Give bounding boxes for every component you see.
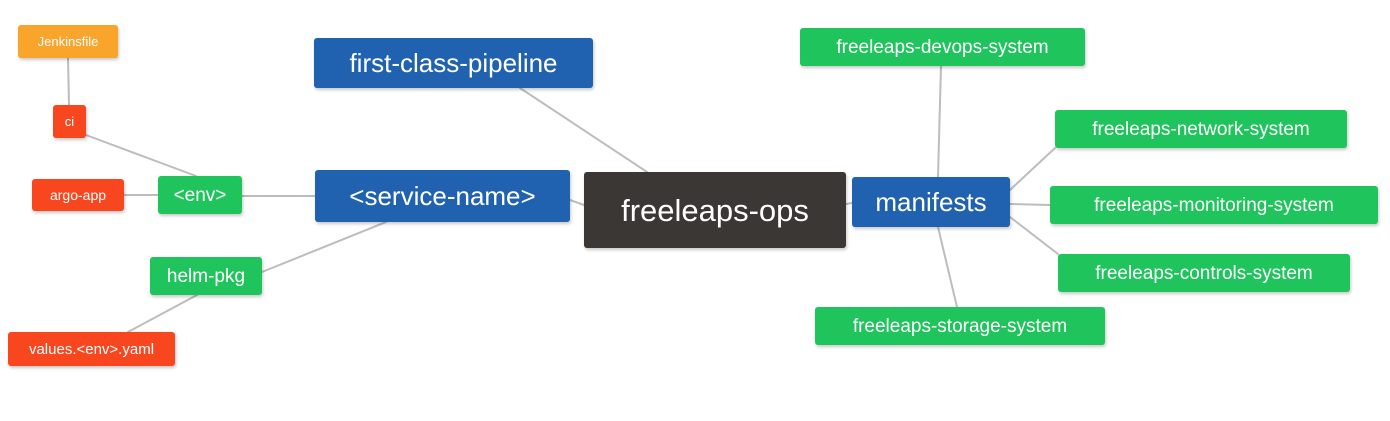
mindmap-node-freeleaps-controls-system[interactable]: freeleaps-controls-system — [1058, 254, 1350, 292]
node-label: argo-app — [49, 187, 107, 203]
node-label: freeleaps-ops — [621, 192, 809, 228]
node-label: values.<env>.yaml — [28, 340, 155, 358]
mindmap-node-freeleaps-ops[interactable]: freeleaps-ops — [584, 172, 846, 248]
node-label: freeleaps-network-system — [1092, 118, 1310, 140]
edge-jenkinsfile-to-ci — [67, 57, 70, 106]
node-label: freeleaps-monitoring-system — [1094, 194, 1334, 216]
edge-first-class-pipeline-to-freeleaps-ops — [519, 87, 648, 173]
node-label: Jenkinsfile — [37, 34, 99, 49]
mindmap-node-first-class-pipeline[interactable]: first-class-pipeline — [314, 38, 593, 88]
mindmap-node-manifests[interactable]: manifests — [852, 177, 1010, 227]
edge-helm-pkg-to-values-env-yaml — [127, 294, 198, 333]
node-label: helm-pkg — [166, 265, 246, 287]
node-label: freeleaps-devops-system — [836, 36, 1049, 58]
mindmap-node-freeleaps-network-system[interactable]: freeleaps-network-system — [1055, 110, 1347, 148]
mindmap-node-argo-app[interactable]: argo-app — [32, 179, 124, 211]
node-label: <env> — [173, 184, 227, 206]
edge-service-name-to-helm-pkg — [261, 221, 387, 273]
edge-manifests-to-freeleaps-network-system — [1009, 147, 1056, 191]
mindmap-node-freeleaps-storage-system[interactable]: freeleaps-storage-system — [815, 307, 1105, 345]
edge-service-name-to-freeleaps-ops — [569, 199, 585, 206]
node-label: first-class-pipeline — [349, 48, 558, 78]
edge-manifests-to-freeleaps-storage-system — [937, 226, 958, 308]
mindmap-node-jenkinsfile[interactable]: Jenkinsfile — [18, 25, 118, 58]
node-label: ci — [64, 114, 75, 129]
edge-manifests-to-freeleaps-devops-system — [937, 65, 942, 178]
mindmap-node-freeleaps-monitoring-system[interactable]: freeleaps-monitoring-system — [1050, 186, 1378, 224]
mindmap-node-env[interactable]: <env> — [158, 176, 242, 214]
node-label: freeleaps-controls-system — [1095, 262, 1313, 284]
edge-manifests-to-freeleaps-monitoring-system — [1009, 203, 1051, 206]
edge-ci-to-env — [85, 134, 197, 177]
mindmap-node-values-env-yaml[interactable]: values.<env>.yaml — [8, 332, 175, 366]
mindmap-node-helm-pkg[interactable]: helm-pkg — [150, 257, 262, 295]
node-label: manifests — [875, 187, 987, 217]
mindmap-node-ci[interactable]: ci — [53, 105, 86, 138]
node-label: freeleaps-storage-system — [852, 315, 1068, 337]
mindmap-node-service-name[interactable]: <service-name> — [315, 170, 570, 222]
node-label: <service-name> — [349, 181, 536, 211]
mindmap-node-freeleaps-devops-system[interactable]: freeleaps-devops-system — [800, 28, 1085, 66]
